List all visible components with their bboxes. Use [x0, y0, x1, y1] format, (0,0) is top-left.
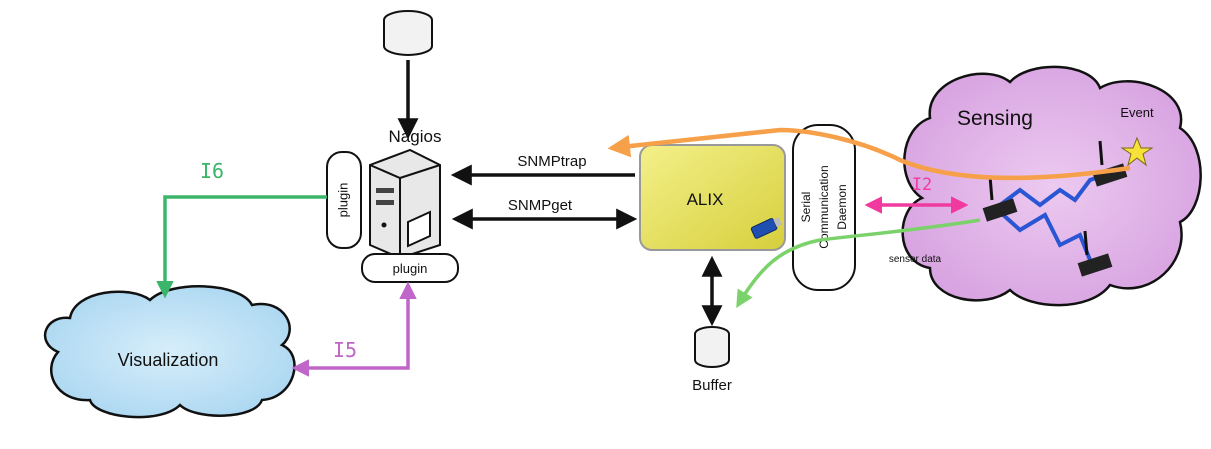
usb-stick-icon — [750, 217, 783, 239]
svg-text:Daemon: Daemon — [835, 184, 849, 229]
i6-flow-arrow — [156, 195, 327, 299]
orange-event-flow-arrow — [607, 127, 1131, 181]
sensing-label: Sensing — [957, 107, 1033, 130]
nagios-label: Nagios — [389, 127, 442, 146]
nagios-database-icon — [383, 10, 433, 56]
buffer-label: Buffer — [692, 377, 732, 394]
radio-link-1 — [998, 173, 1106, 208]
svg-text:Communication: Communication — [817, 165, 831, 248]
buffer-database-icon — [694, 326, 730, 368]
i2-label: I2 — [912, 175, 932, 195]
snmpget-label: SNMPget — [508, 197, 573, 214]
alix-box — [639, 144, 786, 251]
sensor-data-flow-arrow — [736, 218, 981, 309]
svg-text:Serial: Serial — [799, 192, 813, 223]
server-icon — [369, 148, 441, 260]
radio-link-2 — [998, 210, 1092, 261]
serial-daemon-label: Serial Communication Daemon — [799, 165, 849, 248]
star-icon — [1120, 136, 1154, 167]
snmptrap-label: SNMPtrap — [517, 153, 586, 170]
serial-daemon-box — [792, 124, 856, 291]
plugin-vertical-label: plugin — [335, 183, 350, 218]
i6-label: I6 — [200, 159, 224, 183]
i5-label: I5 — [333, 338, 357, 362]
sensor-node-icon — [982, 175, 1018, 222]
plugin-horizontal-label: plugin — [393, 261, 428, 276]
alix-label: ALIX — [687, 190, 724, 209]
sensing-cloud — [901, 65, 1202, 307]
plugin-vertical-box — [326, 151, 362, 249]
event-label: Event — [1120, 105, 1154, 120]
sensor-node-icon — [1077, 230, 1113, 277]
visualization-label: Visualization — [118, 350, 219, 370]
sensor-data-label: sensor data — [889, 254, 942, 265]
i5-flow-arrow — [291, 281, 417, 377]
